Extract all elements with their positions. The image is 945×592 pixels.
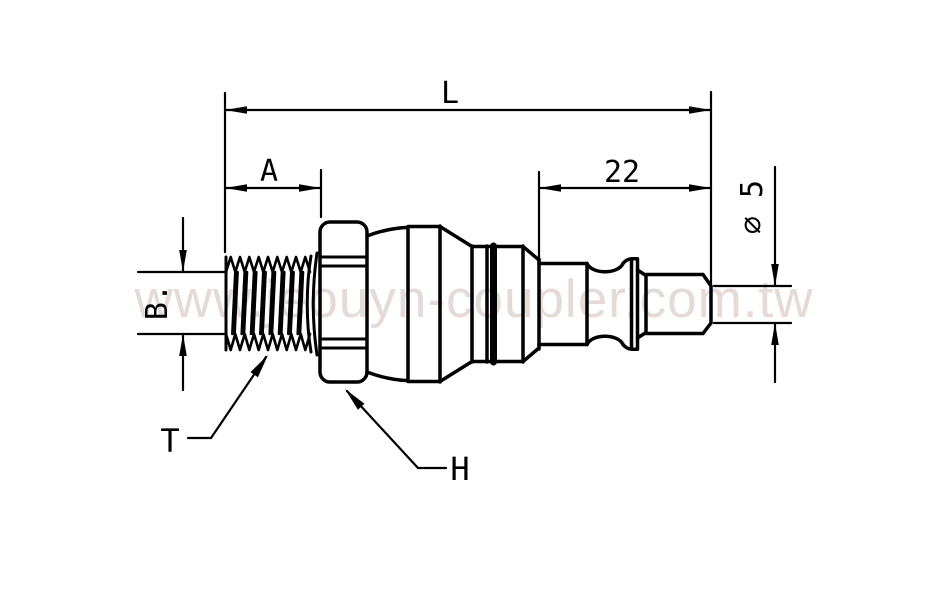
collar	[365, 225, 410, 383]
label-tip-diameter-phi5: ∅ 5	[735, 180, 770, 234]
arrow-L-right	[689, 106, 711, 114]
label-thread-length-A: A	[260, 154, 278, 189]
arrow-A-left	[225, 184, 247, 192]
arrow-B-bottom	[179, 334, 187, 356]
plug-tip	[644, 272, 713, 336]
leader-H-line	[345, 389, 448, 470]
main-body	[406, 224, 474, 384]
arrow-T-leader	[250, 355, 268, 378]
sleeve-section	[470, 242, 541, 366]
plug-valley	[585, 261, 625, 347]
dimension-22-lines	[537, 170, 713, 259]
arrow-22-right	[689, 184, 711, 192]
thread-crest-bottom	[224, 332, 312, 352]
dimension-labels: L A 22 B. ∅ 5 T H	[140, 76, 770, 488]
sleeve-outline	[470, 244, 525, 364]
thread-runout	[305, 251, 319, 357]
arrow-phi5-top	[771, 264, 779, 286]
label-plug-length-22: 22	[604, 155, 640, 190]
dimension-B-lines	[136, 216, 226, 392]
dimension-phi5-lines	[712, 165, 793, 384]
arrow-B-top	[179, 250, 187, 272]
hex-face-lines	[319, 255, 368, 350]
arrow-L-left	[225, 106, 247, 114]
plug-section	[537, 257, 713, 352]
arrow-A-right	[299, 184, 321, 192]
coupler-outline	[224, 220, 713, 384]
shoulder-chamfer	[521, 244, 541, 364]
label-thread-callout-T: T	[160, 422, 179, 460]
thread-flanks	[231, 270, 305, 336]
arrow-phi5-bottom	[771, 323, 779, 345]
thread-section	[224, 251, 319, 357]
label-thread-dia-B: B.	[140, 284, 175, 320]
plug-ridge	[621, 257, 640, 352]
arrow-H-leader	[345, 389, 365, 410]
dimension-arrowheads	[179, 106, 779, 410]
label-overall-length-L: L	[441, 76, 459, 111]
arrow-22-left	[539, 184, 561, 192]
thread-crest-top	[224, 255, 312, 274]
label-hex-callout-H: H	[450, 450, 469, 488]
hex-nut	[318, 220, 369, 384]
hex-nut-outline	[318, 220, 369, 384]
plug-land	[537, 261, 589, 347]
leader-T-line	[186, 355, 268, 440]
